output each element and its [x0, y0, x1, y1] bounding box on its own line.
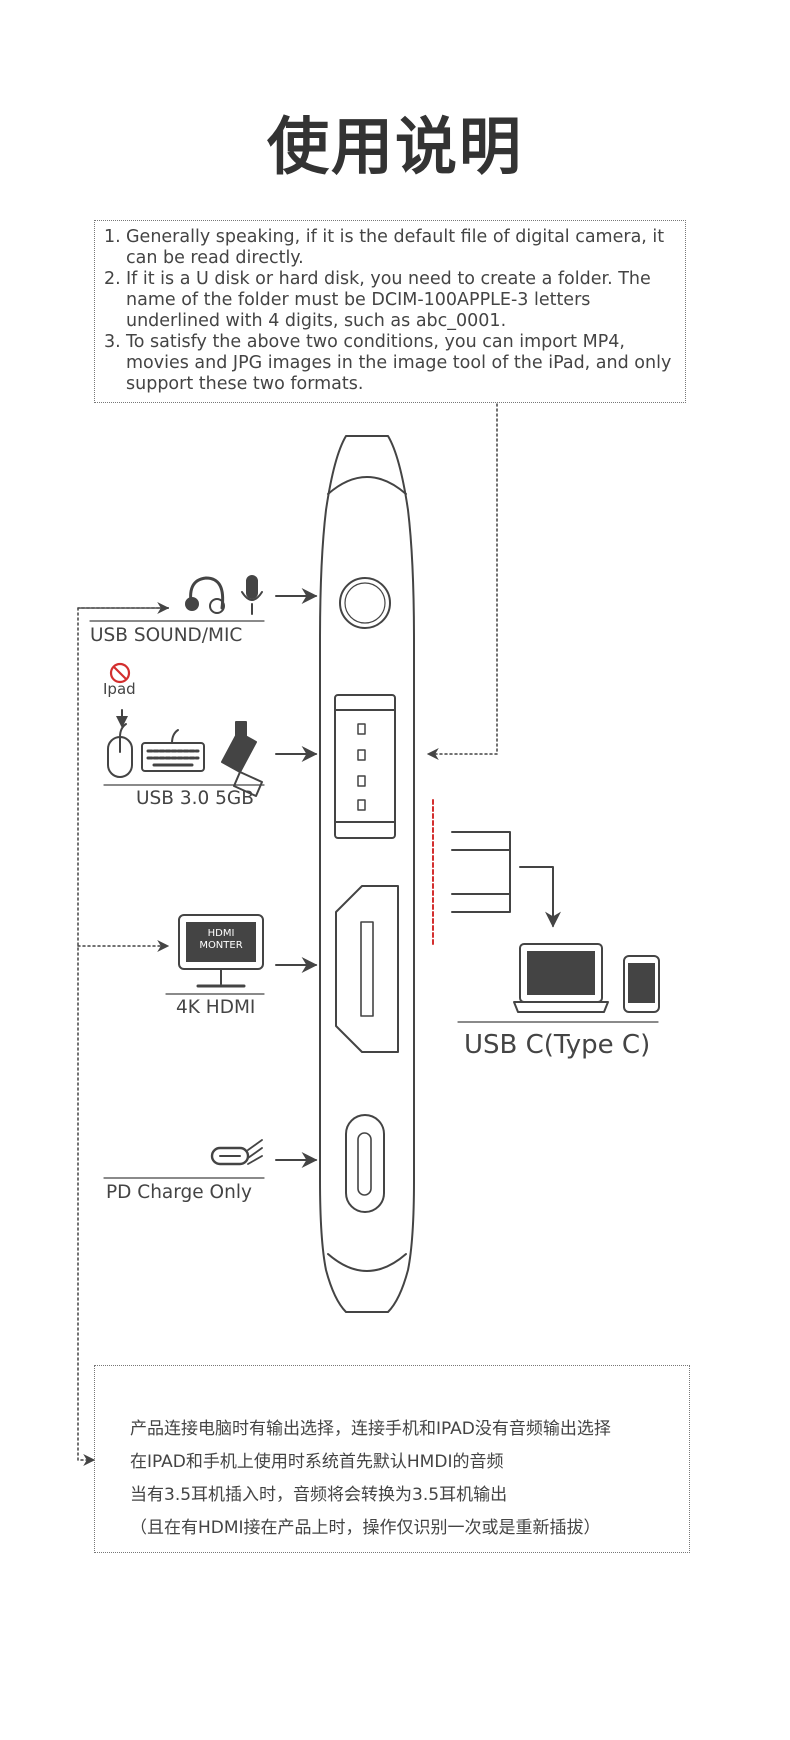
headphone-icon [185, 576, 225, 614]
no-ipad-icon [109, 662, 131, 684]
instruction-number: 2. [104, 269, 121, 289]
instruction-box [94, 220, 686, 403]
usb-drive-icon [221, 721, 263, 797]
monitor-icon [178, 914, 264, 988]
usb-a-port [334, 694, 396, 839]
hdmi-port [335, 885, 399, 1053]
page-title: 使用说明 [266, 110, 523, 183]
instruction-item: 2. If it is a U disk or hard disk, you n… [104, 269, 684, 332]
laptop-icon [513, 943, 609, 1013]
hub-body [319, 435, 415, 1313]
pd-charge-label: PD Charge Only [106, 1182, 252, 1203]
mouse-icon [107, 723, 133, 778]
audio-note-list: 产品连接电脑时有输出选择，连接手机和IPAD没有音频输出选择 在IPAD和手机上… [130, 1413, 690, 1545]
instruction-item: 3. To satisfy the above two conditions, … [104, 332, 684, 395]
audio-note-line: 当有3.5耳机插入时，音频将会转换为3.5耳机输出 [130, 1485, 508, 1505]
instruction-number: 1. [104, 227, 121, 247]
usb3-label: USB 3.0 5GB [136, 788, 254, 809]
instruction-text: To satisfy the above two conditions, you… [126, 332, 672, 394]
microphone-icon [241, 575, 263, 615]
audio-note-line: （且在有HDMI接在产品上时，操作仅识别一次或是重新插拔） [130, 1518, 601, 1538]
usb-c-plug-icon [451, 831, 511, 913]
usb-c-label: USB C(Type C) [464, 1030, 651, 1060]
hdmi-screen-text: HDMI MONTER [193, 928, 249, 952]
keyboard-icon [141, 729, 205, 772]
audio-note-box [94, 1365, 690, 1553]
audio-note-line: 产品连接电脑时有输出选择，连接手机和IPAD没有音频输出选择 [130, 1419, 611, 1439]
instruction-text: Generally speaking, if it is the default… [126, 227, 665, 268]
sound-mic-label: USB SOUND/MIC [90, 625, 243, 646]
audio-note-line: 在IPAD和手机上使用时系统首先默认HMDI的音频 [130, 1452, 504, 1472]
side-connector [77, 607, 169, 1466]
hdmi-screen-line: HDMI [207, 928, 235, 939]
instruction-list: 1. Generally speaking, if it is the defa… [104, 227, 684, 395]
instruction-number: 3. [104, 332, 121, 352]
instruction-item: 1. Generally speaking, if it is the defa… [104, 227, 684, 269]
phone-icon [623, 955, 660, 1013]
hdmi-label: 4K HDMI [176, 997, 256, 1018]
audio-jack-port [339, 577, 391, 629]
note-connector [426, 403, 498, 760]
usb-c-cable-icon [210, 1139, 263, 1166]
usb-c-port [345, 1114, 385, 1213]
ipad-label: Ipad [103, 680, 136, 698]
usbc-arrow [519, 866, 561, 928]
hdmi-screen-line: MONTER [199, 940, 243, 951]
instruction-text: If it is a U disk or hard disk, you need… [126, 269, 651, 331]
